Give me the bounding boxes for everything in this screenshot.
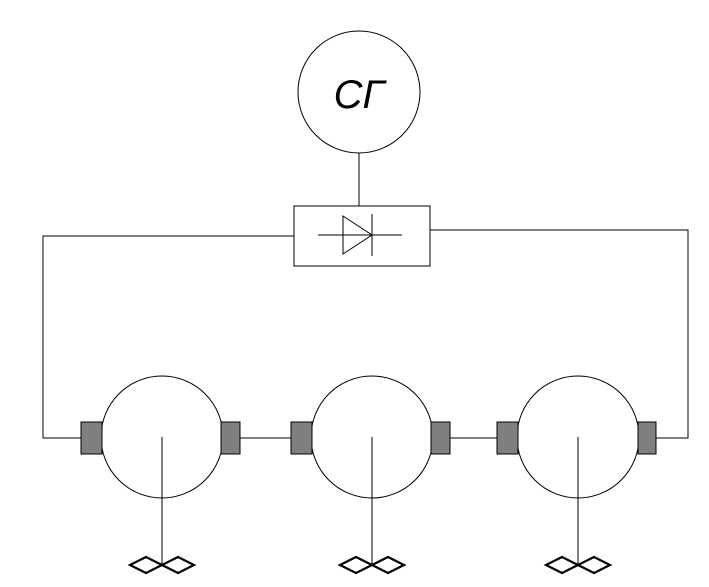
brush-left [290,421,313,455]
motor-2 [290,375,451,575]
brush-right [220,421,241,455]
brush-left [80,421,103,455]
generator: СГ [297,30,421,154]
propeller-icon [543,555,613,575]
right-feed-wire [430,229,689,439]
propeller-icon [337,555,407,575]
rectifier-box [293,205,431,267]
motor-1 [80,375,241,575]
propeller-icon [127,555,197,575]
generator-label: СГ [334,73,388,117]
brush-left [496,421,519,455]
brush-right [430,421,451,455]
diode-icon [318,214,402,256]
rectifier [293,205,431,267]
motor-3 [496,375,657,575]
brush-right [637,421,657,455]
left-feed-wire [42,235,294,439]
